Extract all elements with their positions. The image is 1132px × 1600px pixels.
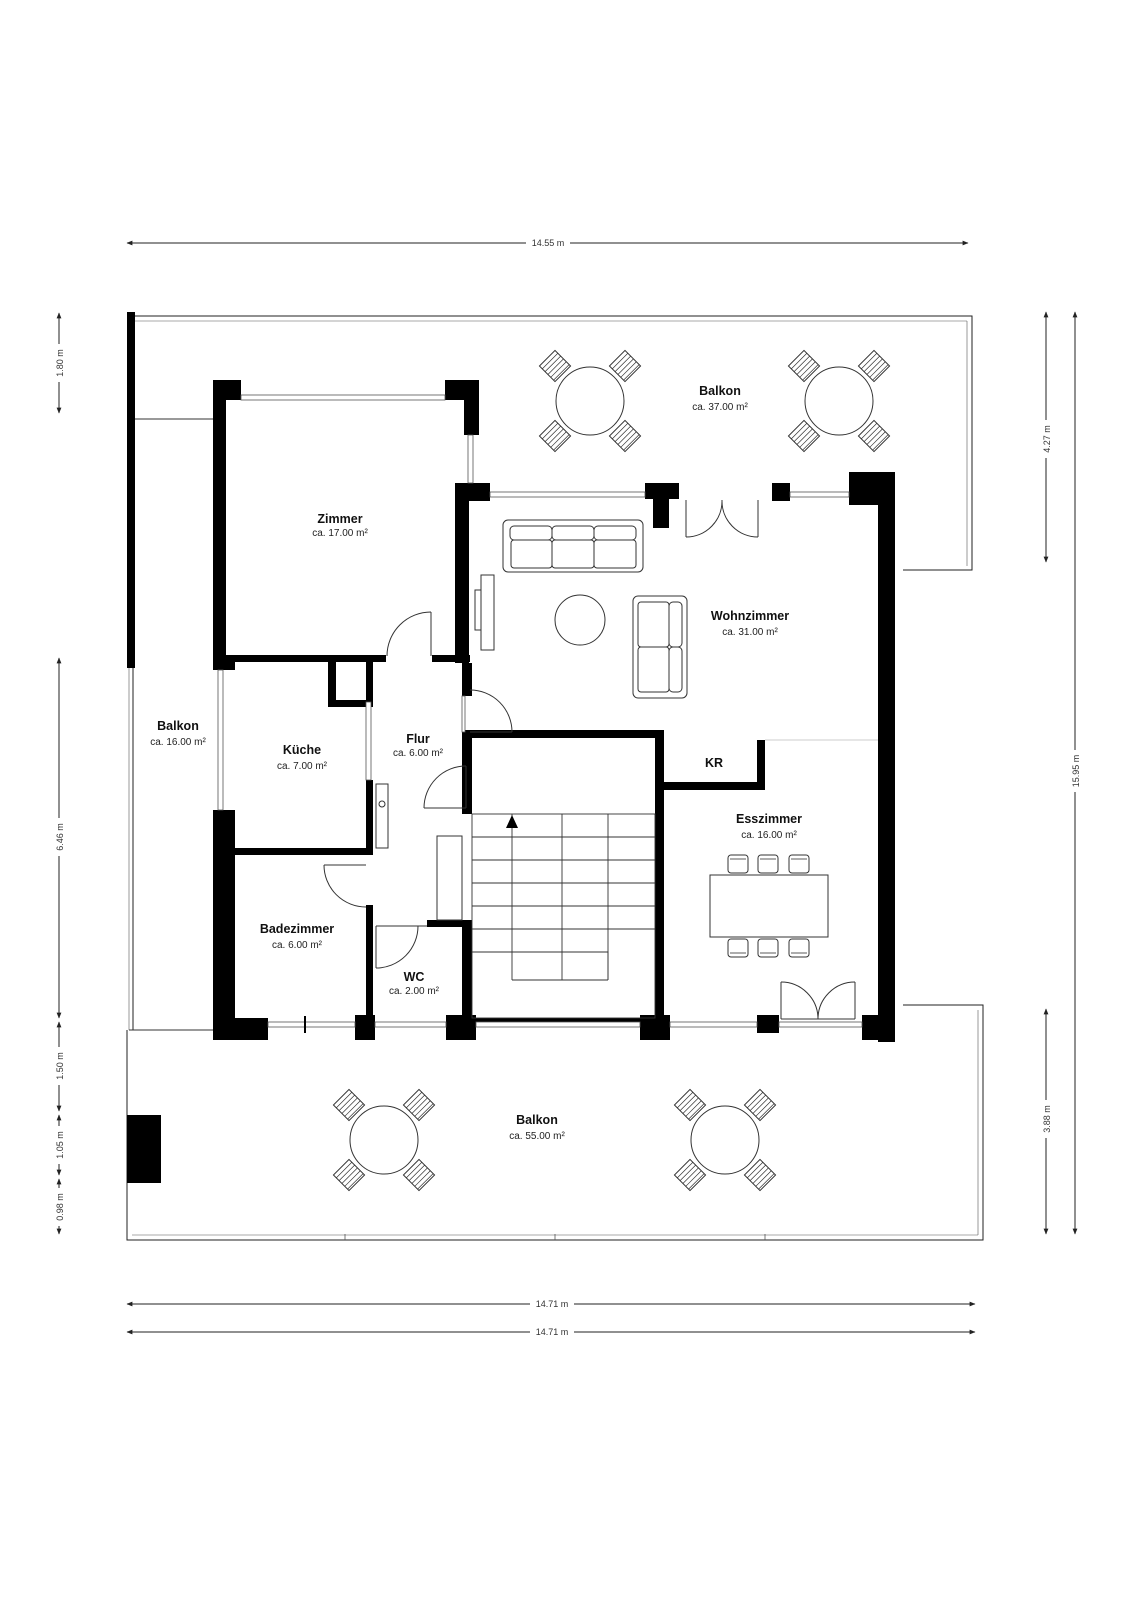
svg-text:Balkon: Balkon [516,1113,558,1127]
dim-left-3: 1.50 m [55,1052,65,1080]
dimension-right: 4.27 m 3.88 m 15.95 m [1040,311,1081,1235]
svg-text:Balkon: Balkon [157,719,199,733]
svg-text:ca. 16.00 m²: ca. 16.00 m² [150,737,206,748]
room-balkon-bottom: Balkon ca. 55.00 m² [509,1113,565,1142]
dim-bottom-2-label: 14.71 m [536,1327,569,1337]
svg-text:WC: WC [404,970,425,984]
svg-text:Balkon: Balkon [699,384,741,398]
dim-left-2: 6.46 m [55,823,65,851]
svg-text:Zimmer: Zimmer [317,512,362,526]
walls [127,312,895,1183]
dim-left-1: 1.80 m [55,349,65,377]
windows [217,394,850,811]
room-balkon-top: Balkon ca. 37.00 m² [692,384,748,413]
room-balkon-left: Balkon ca. 16.00 m² [150,719,206,748]
balcony-outlines [126,315,984,1241]
wardrobe [436,835,463,921]
staircase [471,813,656,1019]
doors [323,499,878,1020]
dim-right-1: 4.27 m [1042,425,1052,453]
dim-bottom-1-label: 14.71 m [536,1299,569,1309]
svg-text:ca. 6.00 m²: ca. 6.00 m² [393,748,444,759]
room-zimmer: Zimmer ca. 17.00 m² [312,512,368,539]
tv-console [474,574,495,651]
room-kueche: Küche ca. 7.00 m² [277,743,328,772]
svg-text:ca. 2.00 m²: ca. 2.00 m² [389,986,440,997]
dimension-top: 14.55 m [126,237,969,249]
room-wc: WC ca. 2.00 m² [389,970,440,997]
room-labels: Balkon ca. 37.00 m² Zimmer ca. 17.00 m² … [150,384,802,1142]
svg-text:Flur: Flur [406,732,430,746]
room-kr: KR [705,756,723,770]
room-wohnzimmer: Wohnzimmer ca. 31.00 m² [711,609,789,638]
room-flur: Flur ca. 6.00 m² [393,732,444,759]
svg-text:ca. 6.00 m²: ca. 6.00 m² [272,940,323,951]
dim-left-4: 1.05 m [55,1131,65,1159]
dining-set [709,854,829,958]
svg-text:Esszimmer: Esszimmer [736,812,802,826]
svg-text:Badezimmer: Badezimmer [260,922,334,936]
svg-text:ca. 31.00 m²: ca. 31.00 m² [722,627,778,638]
svg-text:ca. 55.00 m²: ca. 55.00 m² [509,1131,565,1142]
svg-text:ca. 7.00 m²: ca. 7.00 m² [277,761,328,772]
coffee-table [554,594,606,646]
svg-text:Wohnzimmer: Wohnzimmer [711,609,789,623]
dim-right-total: 15.95 m [1071,755,1081,788]
dim-left-5: 0.98 m [55,1193,65,1221]
svg-text:ca. 16.00 m²: ca. 16.00 m² [741,830,797,841]
room-badezimmer: Badezimmer ca. 6.00 m² [260,922,334,951]
furniture [333,350,889,1190]
svg-text:Küche: Küche [283,743,321,757]
dim-top-label: 14.55 m [532,238,565,248]
svg-text:ca. 37.00 m²: ca. 37.00 m² [692,402,748,413]
svg-text:ca. 17.00 m²: ca. 17.00 m² [312,528,368,539]
svg-text:KR: KR [705,756,723,770]
room-esszimmer: Esszimmer ca. 16.00 m² [736,812,802,841]
kitchen-unit [375,783,389,849]
dimension-left: 1.80 m 6.46 m 1.50 m 1.05 m 0.98 m [53,312,65,1235]
dim-right-2: 3.88 m [1042,1105,1052,1133]
dimension-bottom-2: 14.71 m [126,1326,976,1338]
sofa-right [632,595,688,699]
dimension-bottom-1: 14.71 m [126,1298,976,1310]
sofa-top [502,519,644,573]
